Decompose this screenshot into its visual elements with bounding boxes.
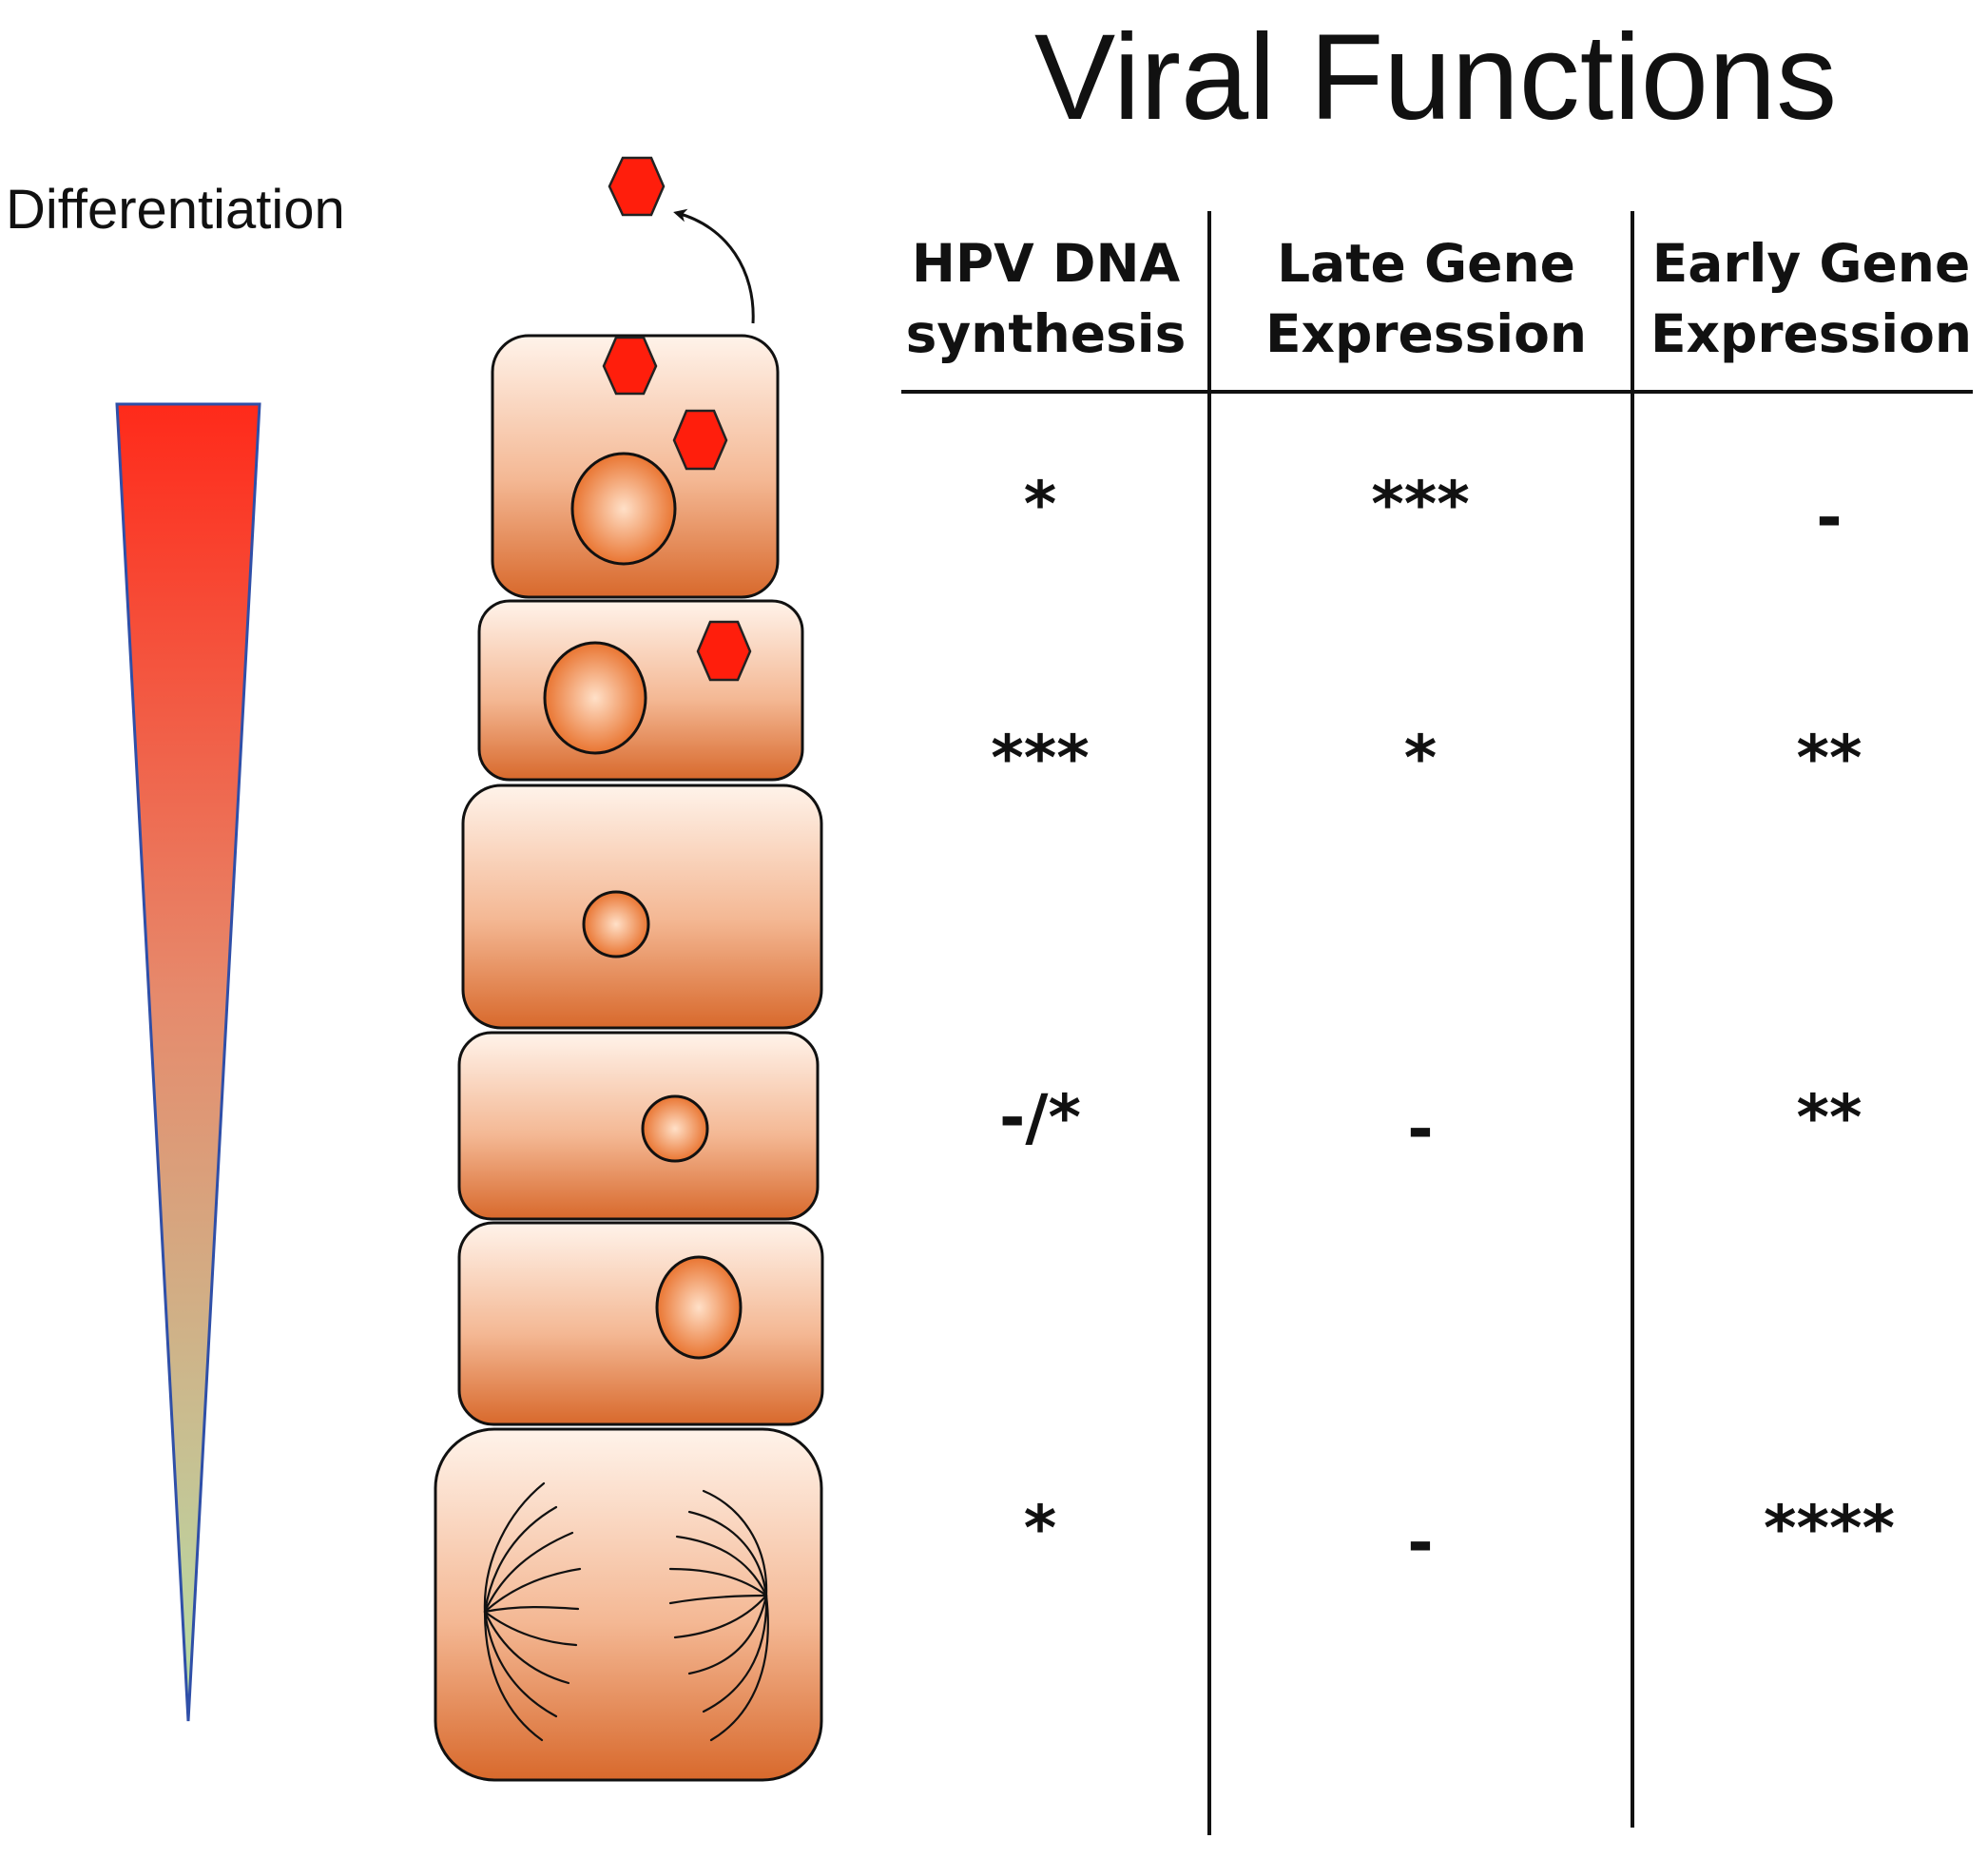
table-cell: * — [1403, 722, 1438, 795]
column-header-line: synthesis — [905, 303, 1187, 364]
nucleus — [543, 641, 647, 755]
virion — [672, 409, 728, 471]
cell-layer-3 — [457, 1031, 820, 1221]
table-cell: *** — [1371, 468, 1470, 541]
table-cell: * — [1023, 468, 1057, 541]
nucleus — [570, 452, 677, 566]
nucleus — [582, 890, 650, 958]
column-header-line: Late Gene — [1277, 233, 1575, 294]
cell-layer-basal — [434, 1427, 823, 1782]
column-header-hpv-dna-synthesis: HPV DNA synthesis — [889, 228, 1203, 369]
table-cell: - — [1407, 1506, 1434, 1579]
table-cell: ** — [1796, 722, 1863, 795]
column-header-early-gene-expression: Early Gene Expression — [1635, 228, 1987, 369]
virion-released — [608, 156, 666, 217]
virion-release-arrow — [673, 208, 755, 324]
cell-stack — [434, 334, 824, 1782]
column-header-line: Expression — [1264, 303, 1588, 364]
nucleus — [641, 1094, 709, 1163]
table-cell: ** — [1796, 1081, 1863, 1154]
table-cell: **** — [1763, 1492, 1896, 1565]
column-header-late-gene-expression: Late Gene Expression — [1226, 228, 1626, 369]
table-cell: - — [1407, 1093, 1434, 1166]
table-cell: - — [1816, 481, 1843, 554]
table-cell: * — [1023, 1492, 1057, 1565]
mitotic-spindle — [483, 1481, 769, 1742]
table-cell: *** — [991, 722, 1090, 795]
cell-layer-2 — [457, 1221, 824, 1426]
nucleus — [655, 1255, 743, 1360]
figure-title: Viral Functions — [1033, 10, 1838, 145]
differentiation-label: Differentiation — [6, 179, 345, 241]
table-rules — [901, 211, 1973, 1835]
virion — [602, 336, 658, 396]
differentiation-gradient-triangle — [115, 402, 261, 1722]
column-header-line: Early Gene — [1651, 233, 1971, 294]
table-cell: -/* — [998, 1081, 1081, 1154]
column-header-line: Expression — [1650, 303, 1973, 364]
column-header-line: HPV DNA — [911, 233, 1181, 294]
virion — [696, 620, 752, 682]
virions — [602, 156, 752, 682]
